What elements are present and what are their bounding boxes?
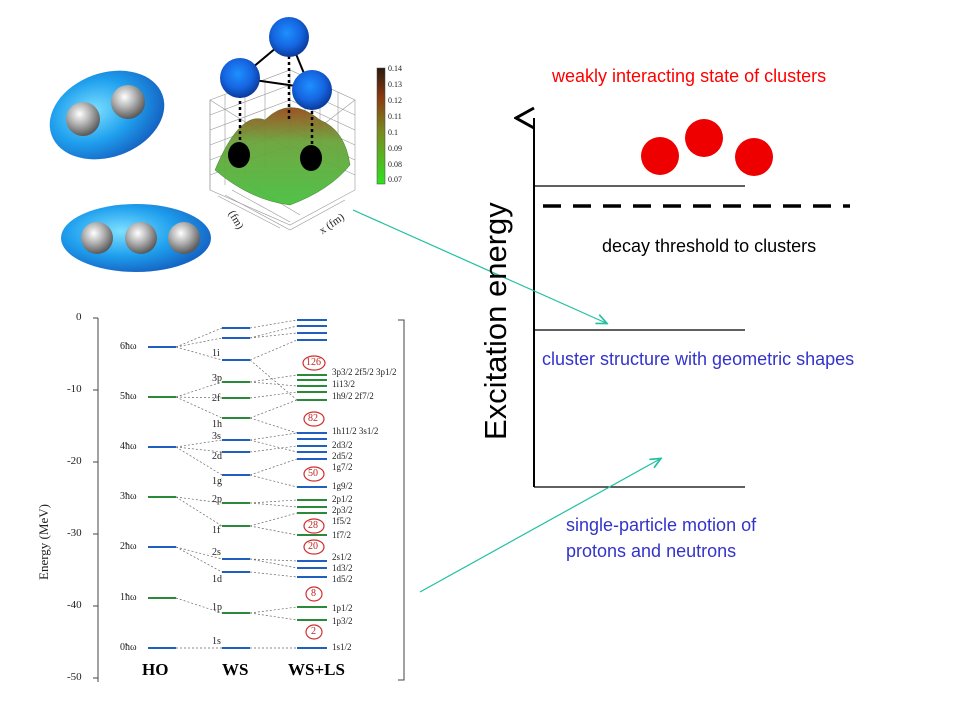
projection-dot-right xyxy=(300,145,322,171)
ls-label: 2p1/2 xyxy=(332,494,353,504)
ls-label: 1i13/2 xyxy=(332,379,356,389)
ws-label: 1p xyxy=(212,602,222,613)
cluster-ball-right xyxy=(292,70,332,110)
magic-number: 2 xyxy=(311,626,316,637)
ls-label: 3p3/2 2f5/2 3p1/2 xyxy=(332,367,397,377)
ls-label: 2p3/2 xyxy=(332,505,353,515)
colorbar-tick: 0.1 xyxy=(388,128,398,137)
density-plot xyxy=(209,17,386,231)
ytick-3: -30 xyxy=(67,527,82,539)
ws-label: 1h xyxy=(212,419,222,430)
magic-number: 28 xyxy=(308,520,318,531)
ws-label: 1g xyxy=(212,476,222,487)
ws-label: 2f xyxy=(212,393,221,404)
cluster-structure-label: cluster structure with geometric shapes xyxy=(542,349,855,369)
density-surface xyxy=(214,107,351,206)
ws-label: 3p xyxy=(212,373,222,384)
ls-label: 1f7/2 xyxy=(332,530,351,540)
ws-label: 1d xyxy=(212,574,222,585)
magic-number: 8 xyxy=(311,588,316,599)
ws-label: 2d xyxy=(212,451,222,462)
arrow-to-single-particle xyxy=(419,459,660,593)
ls-label: 2s1/2 xyxy=(332,552,352,562)
ytick-0: 0 xyxy=(76,311,82,323)
cluster-red-ball-right xyxy=(735,138,773,176)
column-ho: HO xyxy=(142,660,169,679)
arrow-to-cluster-structure xyxy=(352,209,606,323)
cluster-red-ball-middle xyxy=(685,119,723,157)
ws-label: 1f xyxy=(212,525,221,536)
ls-label: 1p3/2 xyxy=(332,616,353,626)
ho-label: 2ħω xyxy=(120,541,137,552)
ls-label: 1f5/2 xyxy=(332,516,351,526)
colorbar-tick: 0.12 xyxy=(388,96,402,105)
magic-number: 82 xyxy=(308,413,318,424)
ls-label: 1p1/2 xyxy=(332,603,353,613)
colorbar xyxy=(376,67,386,185)
ytick-4: -40 xyxy=(67,599,82,611)
weak-state-label: weakly interacting state of clusters xyxy=(552,66,827,86)
column-ws: WS xyxy=(222,660,249,679)
single-particle-label: single-particle motion of protons and ne… xyxy=(566,512,756,564)
ws-label: 3s xyxy=(212,431,221,442)
colorbar-tick: 0.13 xyxy=(388,80,402,89)
colorbar-tick: 0.07 xyxy=(388,175,402,184)
ytick-2: -20 xyxy=(67,455,82,467)
ls-label: 2d3/2 xyxy=(332,440,353,450)
ho-label: 0ħω xyxy=(120,642,137,653)
projection-dot-left xyxy=(228,142,250,168)
cluster-ball-top xyxy=(269,17,309,57)
colorbar-tick: 0.08 xyxy=(388,160,402,169)
colorbar-tick: 0.09 xyxy=(388,144,402,153)
three-cluster-nucleus xyxy=(61,204,211,272)
ls-label: 1d5/2 xyxy=(332,574,353,584)
energy-axis-label: Energy (MeV) xyxy=(36,504,51,580)
ho-label: 6ħω xyxy=(120,341,137,352)
ls-label: 1g7/2 xyxy=(332,462,353,472)
cluster-red-ball-left xyxy=(641,137,679,175)
colorbar-tick: 0.11 xyxy=(388,112,402,121)
ls-label: 1h11/2 3s1/2 xyxy=(332,426,379,436)
ho-label: 5ħω xyxy=(120,391,137,402)
ho-label: 1ħω xyxy=(120,592,137,603)
ho-label: 3ħω xyxy=(120,491,137,502)
single-particle-label-line2: protons and neutrons xyxy=(566,541,737,561)
colorbar-tick: 0.14 xyxy=(388,64,402,73)
single-particle-label-line1: single-particle motion of xyxy=(566,515,757,535)
ls-label: 1s1/2 xyxy=(332,642,352,652)
ws-label: 2s xyxy=(212,547,221,558)
magic-number: 126 xyxy=(306,357,321,368)
ws-label: 1i xyxy=(212,348,220,359)
ls-label: 1g9/2 xyxy=(332,481,353,491)
excitation-energy-diagram xyxy=(534,118,850,488)
ls-label: 2d5/2 xyxy=(332,451,353,461)
shell-model-plot xyxy=(93,317,405,682)
column-ws-ls: WS+LS xyxy=(288,660,345,679)
magic-number: 50 xyxy=(308,468,318,479)
ls-label: 1d3/2 xyxy=(332,563,353,573)
excitation-energy-axis-title: Excitation energy xyxy=(478,202,513,440)
two-cluster-nucleus xyxy=(49,70,165,160)
cluster-ball-left xyxy=(220,58,260,98)
ws-label: 1s xyxy=(212,636,221,647)
ytick-5: -50 xyxy=(67,671,82,683)
magic-number: 20 xyxy=(308,541,318,552)
ho-label: 4ħω xyxy=(120,441,137,452)
ws-label: 2p xyxy=(212,494,222,505)
ls-label: 1h9/2 2f7/2 xyxy=(332,391,374,401)
ytick-1: -10 xyxy=(67,383,82,395)
threshold-label: decay threshold to clusters xyxy=(602,236,817,256)
